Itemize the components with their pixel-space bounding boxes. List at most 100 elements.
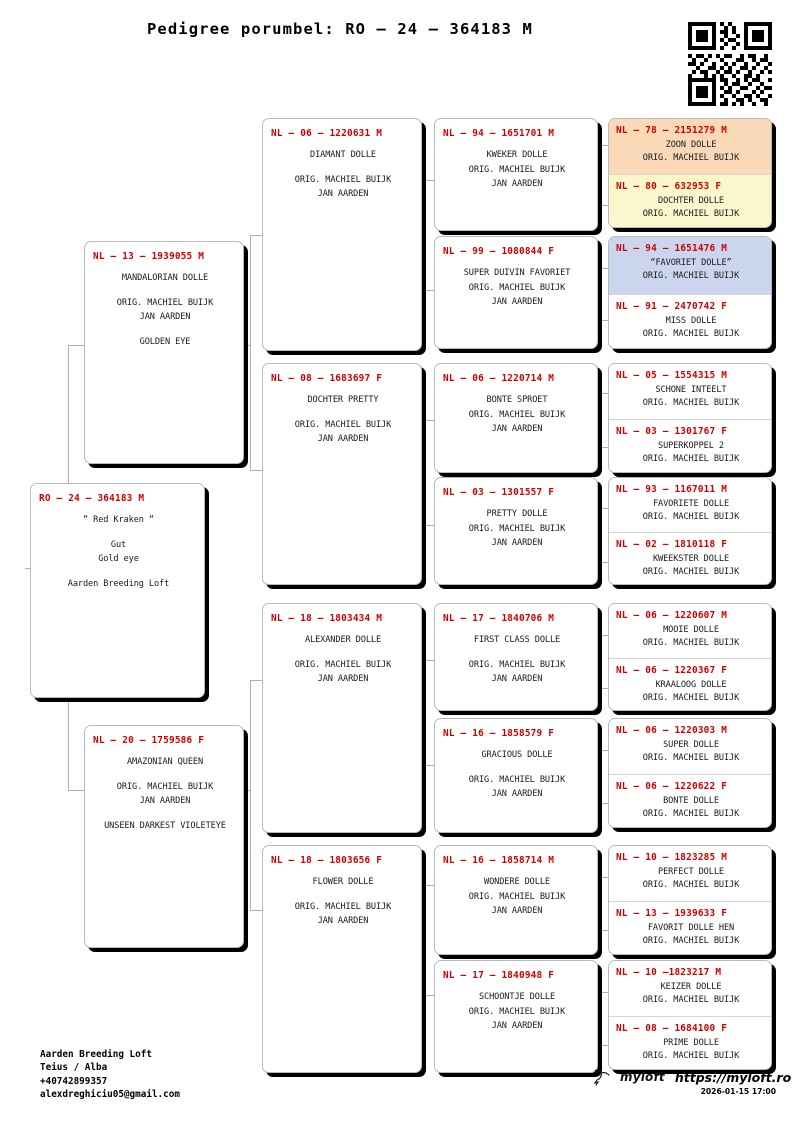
card-line: JAN AARDEN — [491, 674, 543, 684]
card-line-spacer — [93, 770, 237, 780]
card-line: SUPER DUIVIN FAVORIET — [463, 268, 571, 278]
card-line: FAVORIETE DOLLE — [652, 499, 730, 509]
pedigree-stack-g5-5[interactable]: NL – 06 – 1220303 M SUPER DOLLE ORIG. MAC… — [608, 718, 772, 828]
card-line: JAN AARDEN — [491, 297, 543, 307]
card-line: FAVORIT DOLLE HEN — [647, 923, 735, 933]
card-line: WONDERE DOLLE — [484, 877, 550, 887]
pedigree-card-g5-2[interactable]: NL – 94 – 1651476 M “FAVORIET DOLLE”ORIG… — [609, 237, 771, 294]
card-pid: NL – 17 – 1840948 F — [443, 970, 555, 981]
connector — [238, 790, 250, 791]
card-line: KWEKER DOLLE — [486, 150, 548, 160]
card-line-spacer — [443, 648, 591, 658]
footer-location: Teius / Alba — [40, 1062, 108, 1074]
card-line: ORIG. MACHIEL BUIJK — [642, 512, 740, 523]
brand-url[interactable]: https://myloft.ro — [674, 1069, 792, 1085]
card-line-spacer — [93, 286, 237, 296]
card-line: GOLDEN EYE — [139, 336, 191, 347]
card-pid: NL – 06 – 1220303 M — [616, 725, 728, 736]
card-pid: NL – 99 – 1080844 F — [443, 246, 555, 257]
card-line: DOCHTER PRETTY — [307, 395, 379, 405]
pedigree-stack-g5-1[interactable]: NL – 94 – 1651476 M “FAVORIET DOLLE”ORIG… — [608, 236, 772, 349]
connector — [250, 910, 262, 911]
card-line: AMAZONIAN QUEEN — [126, 757, 204, 767]
connector — [425, 420, 426, 525]
generated-timestamp: 2026-01-15 17:00 — [700, 1087, 776, 1096]
pedigree-card-g5-10[interactable]: NL – 06 – 1220303 M SUPER DOLLE ORIG. MAC… — [609, 719, 771, 774]
connector — [598, 992, 608, 993]
connector — [598, 877, 608, 878]
card-pid: NL – 16 – 1858579 F — [443, 728, 555, 739]
pigeon-logo-icon — [592, 1068, 614, 1086]
pedigree-stack-g5-3[interactable]: NL – 93 – 1167011 M FAVORIETE DOLLE ORIG.… — [608, 477, 772, 585]
card-line: Gold eye — [98, 554, 139, 564]
card-line: MANDALORIAN DOLLE — [121, 273, 209, 283]
card-body: “FAVORIET DOLLE”ORIG. MACHIEL BUIJK — [616, 257, 766, 283]
card-line: ORIG. MACHIEL BUIJK — [642, 209, 740, 220]
card-line: JAN AARDEN — [317, 916, 369, 926]
card-pid: NL – 18 – 1803656 F — [271, 855, 383, 866]
connector — [425, 765, 435, 766]
card-line: SUPER DOLLE — [663, 740, 719, 750]
pedigree-card-g4-1[interactable]: NL – 99 – 1080844 F SUPER DUIVIN FAVORIE… — [434, 236, 598, 349]
card-line: ORIG. MACHIEL BUIJK — [642, 638, 740, 649]
connector — [238, 345, 250, 346]
card-line: ORIG. MACHIEL BUIJK — [468, 523, 566, 534]
card-line: ORIG. MACHIEL BUIJK — [642, 753, 740, 764]
card-pid: NL – 08 – 1684100 F — [616, 1023, 728, 1034]
card-line: ORIG. MACHIEL BUIJK — [468, 409, 566, 420]
card-pid: NL – 94 – 1651476 M — [616, 243, 728, 254]
pedigree-card-g5-6[interactable]: NL – 93 – 1167011 M FAVORIETE DOLLE ORIG.… — [609, 478, 771, 532]
card-line: FLOWER DOLLE — [312, 877, 374, 887]
connector — [425, 180, 426, 290]
card-line: ORIG. MACHIEL BUIJK — [642, 153, 740, 164]
card-line: BONTE SPROET — [486, 395, 548, 405]
connector — [425, 660, 435, 661]
footer-contact: Aarden Breeding Loft Teius / Alba +40742… — [40, 1048, 180, 1102]
card-line: “ Red Kraken “ — [82, 515, 155, 525]
card-pid: NL – 18 – 1803434 M — [271, 613, 383, 624]
card-pid: NL – 93 – 1167011 M — [616, 484, 728, 495]
card-pid: NL – 08 – 1683697 F — [271, 373, 383, 384]
card-body: FAVORIETE DOLLE ORIG. MACHIEL BUIJK — [616, 498, 766, 524]
